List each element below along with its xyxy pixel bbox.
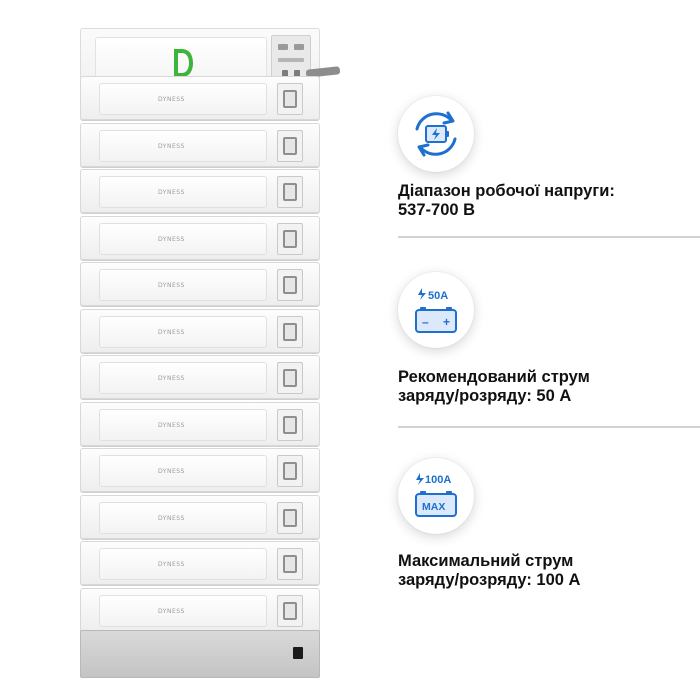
module-front-panel: DYNESS: [99, 176, 267, 208]
module-front-panel: DYNESS: [99, 269, 267, 301]
divider-1: [398, 236, 700, 238]
battery-minus-sign: –: [422, 315, 429, 329]
battery-stack-image: DYNESS DYNESS DYNESS DYNESS DYNESS DYNESS DYNE…: [80, 22, 341, 678]
feature-2-text: Рекомендований струм заряду/розряду: 50 …: [398, 368, 590, 406]
module-brand-label: DYNESS: [158, 235, 185, 243]
module-connector: [277, 83, 303, 115]
battery-50a-icon: 50A – +: [398, 272, 474, 348]
connector-socket: [283, 322, 297, 341]
badge-50a-text: 50A: [428, 290, 448, 302]
battery-module: DYNESS: [80, 587, 320, 632]
feature-2-line1: Рекомендований струм: [398, 368, 590, 386]
connector-socket: [283, 601, 297, 620]
battery-plus-sign: +: [443, 315, 450, 329]
battery-module: DYNESS: [80, 262, 320, 306]
battery-module: DYNESS: [80, 122, 320, 167]
module-brand-label: DYNESS: [158, 375, 185, 382]
power-switch: [293, 647, 303, 659]
module-brand-label: DYNESS: [158, 189, 185, 196]
feature-1-line1: Діапазон робочої напруги:: [398, 182, 615, 200]
dyness-logo-icon: [174, 49, 193, 77]
battery-module: DYNESS: [80, 401, 320, 446]
module-connector: [277, 594, 303, 627]
connector-socket: [283, 183, 297, 201]
module-connector: [277, 548, 303, 580]
module-connector: [277, 222, 303, 255]
module-connector: [277, 315, 303, 348]
module-connector: [277, 501, 303, 534]
module-front-panel: DYNESS: [99, 594, 267, 627]
module-connector: [277, 362, 303, 394]
module-connector: [277, 129, 303, 162]
feature-3-line2: заряду/розряду: 100 А: [398, 571, 581, 589]
module-front-panel: DYNESS: [99, 83, 267, 115]
battery-module: DYNESS: [80, 494, 320, 539]
feature-1-text: Діапазон робочої напруги: 537-700 В: [398, 182, 615, 220]
battery-module: DYNESS: [80, 355, 320, 399]
module-front-panel: DYNESS: [99, 501, 267, 534]
module-brand-label: DYNESS: [158, 142, 185, 150]
connector-socket: [283, 415, 297, 434]
module-brand-label: DYNESS: [158, 514, 185, 522]
module-brand-label: DYNESS: [158, 607, 185, 615]
module-connector: [277, 408, 303, 441]
feature-1-line2: 537-700 В: [398, 201, 476, 219]
module-front-panel: DYNESS: [99, 315, 267, 348]
module-brand-label: DYNESS: [158, 96, 185, 103]
module-front-panel: DYNESS: [99, 408, 267, 441]
module-brand-label: DYNESS: [158, 328, 185, 336]
battery-cycle-icon: [398, 96, 474, 172]
module-front-panel: DYNESS: [99, 455, 267, 487]
battery-module: DYNESS: [80, 308, 320, 353]
module-front-panel: DYNESS: [99, 548, 267, 580]
module-brand-label: DYNESS: [158, 282, 185, 289]
feature-2-line2: заряду/розряду: 50 А: [398, 387, 572, 405]
module-brand-label: DYNESS: [158, 421, 185, 429]
module-front-panel: DYNESS: [99, 362, 267, 394]
connector-socket: [283, 555, 297, 573]
battery-module: DYNESS: [80, 76, 320, 120]
module-front-panel: DYNESS: [99, 129, 267, 162]
module-connector: [277, 176, 303, 208]
feature-3-line1: Максимальний струм: [398, 552, 574, 570]
connector-socket: [283, 90, 297, 108]
battery-module: DYNESS: [80, 215, 320, 260]
connector-socket: [283, 462, 297, 480]
connector-socket: [283, 276, 297, 294]
connector-socket: [283, 508, 297, 527]
module-front-panel: DYNESS: [99, 222, 267, 255]
connector-socket: [283, 229, 297, 248]
feature-3-text: Максимальний струм заряду/розряду: 100 А: [398, 552, 580, 590]
module-connector: [277, 455, 303, 487]
stack-base: [80, 630, 320, 678]
battery-module: DYNESS: [80, 448, 320, 492]
battery-module: DYNESS: [80, 169, 320, 213]
divider-2: [398, 426, 700, 428]
badge-100a-text: 100A: [425, 474, 451, 486]
module-brand-label: DYNESS: [158, 468, 185, 475]
battery-module: DYNESS: [80, 541, 320, 585]
battery-100a-max-icon: 100A MAX: [398, 458, 474, 534]
battery-max-label: MAX: [422, 501, 445, 513]
module-connector: [277, 269, 303, 301]
connector-socket: [283, 136, 297, 155]
module-brand-label: DYNESS: [158, 561, 185, 568]
connector-socket: [283, 369, 297, 387]
